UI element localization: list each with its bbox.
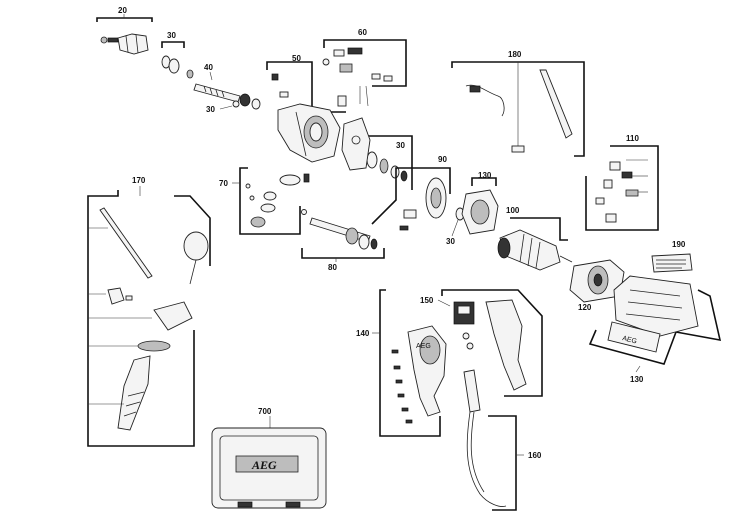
drill-stop-part [153,301,193,331]
callout-80: 80 [328,263,337,272]
bit-adapter-part [107,287,133,305]
callout-100: 100 [506,206,520,215]
callout-20: 20 [118,6,127,15]
callout-30-top: 30 [167,31,176,40]
part-group-180[interactable]: 180 [451,50,585,157]
callout-150: 150 [420,296,434,305]
handle-half-part [407,325,447,417]
callout-130-bottom: 130 [630,375,644,384]
callout-30-left: 30 [206,105,215,114]
part-group-30-left[interactable]: 30 [206,100,240,114]
callout-190: 190 [672,240,686,249]
part-group-150[interactable]: 150 [420,289,543,397]
part-group-60[interactable]: 60 [322,28,407,107]
handle-brand-text: AEG [416,343,431,350]
callout-140: 140 [356,329,370,338]
callout-90: 90 [438,155,447,164]
handle-half-right-part [485,299,527,391]
part-group-140[interactable]: 140 [356,289,447,437]
depth-rod-part [99,207,153,279]
carrying-case-part: AEG [211,427,327,509]
callout-170: 170 [132,176,146,185]
handle-disc-part [137,340,171,352]
part-group-30-center[interactable]: 30 [362,135,413,190]
callout-70: 70 [219,179,228,188]
case-brand-text: AEG [251,458,277,472]
part-group-20[interactable]: 20 [96,6,153,55]
gasket-plate-part [341,117,371,171]
part-group-40[interactable]: 40 [193,63,261,110]
part-group-70[interactable]: 70 [219,167,310,235]
side-handle-clamp-part [183,231,209,285]
part-group-700[interactable]: 700 AEG [211,407,327,509]
callout-700: 700 [258,407,272,416]
part-group-30-top[interactable]: 30 [161,31,194,79]
callout-60: 60 [358,28,367,37]
callout-30-right: 30 [446,237,455,246]
part-group-190[interactable]: 190 [651,240,693,273]
part-group-50[interactable]: 50 [266,54,346,163]
callout-160: 160 [528,451,542,460]
callout-120: 120 [578,303,592,312]
callout-130-top: 130 [478,171,492,180]
part-group-110[interactable]: 110 [585,134,659,231]
part-group-90[interactable]: 90 [371,155,451,231]
chuck-part [100,33,149,55]
motor-housing-part: AEG [607,275,699,353]
screw-set [391,349,413,424]
gear-housing-part [271,73,341,163]
callout-50: 50 [292,54,301,63]
part-group-160[interactable]: 160 [463,369,542,511]
part-group-120[interactable]: 120 [569,259,625,312]
callout-40: 40 [204,63,213,72]
part-group-80[interactable]: 80 [301,209,385,273]
armature-part [497,229,573,271]
motor-brand-text: AEG [622,335,638,345]
part-group-130-bottom[interactable]: 130 AEG [588,275,722,384]
part-group-100[interactable]: 100 [497,206,573,271]
callout-180: 180 [508,50,522,59]
switch-assembly-part [453,301,475,325]
callout-30-center: 30 [396,141,405,150]
side-handle-grip-part [117,355,151,431]
part-group-130-top[interactable]: 130 [461,171,499,235]
part-group-30-right[interactable]: 30 [446,207,465,246]
part-group-170[interactable]: 170 [87,176,211,447]
callout-110: 110 [626,134,639,143]
